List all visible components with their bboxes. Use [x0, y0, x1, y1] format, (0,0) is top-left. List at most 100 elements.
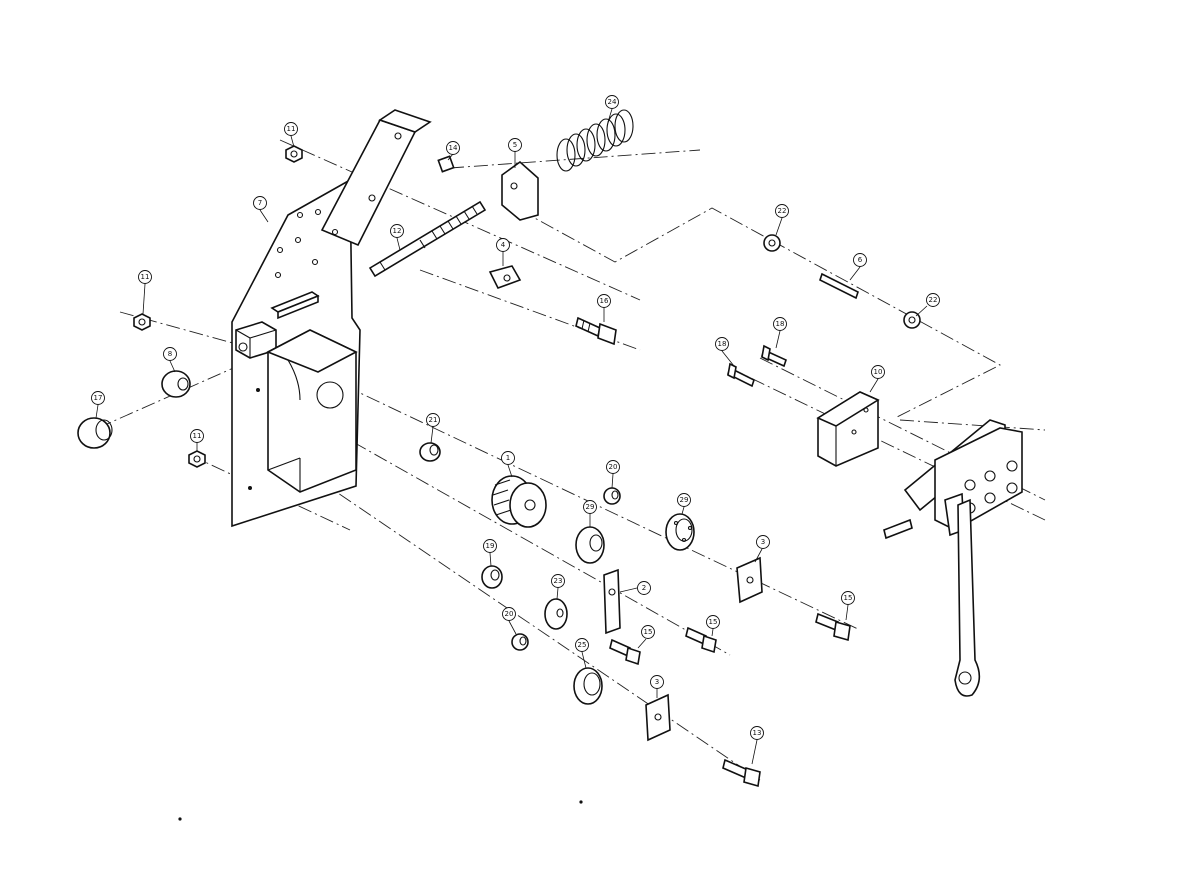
svg-text:29: 29	[586, 503, 595, 511]
svg-text:18: 18	[718, 340, 727, 348]
part-callout-8: 8	[163, 347, 177, 373]
svg-text:15: 15	[644, 628, 653, 636]
bolt-18-a	[761, 344, 787, 368]
collar-8	[161, 370, 191, 398]
plate-hole	[296, 211, 304, 219]
svg-text:4: 4	[501, 241, 506, 249]
part-callout-15-b: 15	[706, 615, 720, 637]
part-callout-15-a: 15	[637, 625, 655, 649]
svg-text:24: 24	[608, 98, 617, 106]
svg-text:1: 1	[506, 454, 510, 462]
svg-text:11: 11	[287, 125, 296, 133]
part-callout-14: 14	[446, 141, 460, 161]
bolt-15-a	[609, 638, 641, 666]
bolt-16	[575, 316, 617, 346]
bolt-13	[722, 758, 761, 788]
part-callout-7: 7	[253, 196, 269, 223]
svg-text:5: 5	[513, 141, 517, 149]
bearing-29-left	[575, 526, 605, 564]
scan-speck	[579, 800, 583, 804]
svg-text:11: 11	[141, 273, 150, 281]
part-callout-20-top: 20	[606, 460, 620, 489]
callout-layer: 11 14 5 24 7 12 4 22	[91, 95, 940, 765]
bolt-15-b	[685, 626, 717, 654]
part-callout-20-low: 20	[502, 607, 517, 635]
nut-11-low	[188, 450, 206, 468]
insert-14	[437, 155, 455, 173]
bearing-29-right	[665, 513, 695, 551]
part-callout-12: 12	[390, 224, 404, 251]
svg-text:16: 16	[600, 297, 609, 305]
bolt-18-b	[727, 362, 755, 388]
bolt-15-c	[815, 612, 851, 642]
plate-hole	[294, 236, 302, 244]
part-callout-29-left: 29	[583, 500, 597, 527]
part-callout-25: 25	[575, 638, 589, 669]
plate-hole	[248, 486, 252, 490]
svg-text:8: 8	[168, 350, 172, 358]
part-callout-23: 23	[551, 574, 565, 600]
svg-text:12: 12	[393, 227, 402, 235]
svg-text:20: 20	[609, 463, 618, 471]
washer-23	[544, 598, 568, 630]
part-callout-19: 19	[483, 539, 497, 567]
svg-text:14: 14	[449, 144, 458, 152]
plate-3-low	[645, 693, 671, 742]
part-callout-11-mid: 11	[138, 270, 152, 315]
svg-text:11: 11	[193, 432, 202, 440]
plate-hole	[274, 271, 282, 279]
bushing-19	[481, 565, 503, 589]
part-callout-29-right: 29	[677, 493, 691, 515]
gear-1	[491, 475, 547, 528]
svg-text:22: 22	[929, 296, 938, 304]
link-2	[603, 568, 621, 635]
part-callout-5: 5	[508, 138, 522, 168]
svg-text:7: 7	[258, 199, 262, 207]
part-callout-1: 1	[501, 451, 515, 478]
arm-bar	[320, 109, 432, 247]
spacer-20-low	[511, 633, 529, 651]
svg-text:22: 22	[778, 207, 787, 215]
svg-text:25: 25	[578, 641, 587, 649]
scan-speck	[178, 817, 182, 821]
part-callout-3-low: 3	[650, 675, 664, 698]
pin-6	[819, 272, 859, 300]
knob-17	[77, 417, 113, 449]
part-callout-21: 21	[426, 413, 440, 444]
part-callout-13: 13	[750, 726, 764, 765]
plate-hole	[256, 388, 260, 392]
svg-text:18: 18	[776, 320, 785, 328]
threaded-shaft	[368, 200, 487, 278]
part-callout-6: 6	[849, 253, 867, 281]
part-callout-16: 16	[597, 294, 611, 322]
part-callout-17: 17	[91, 391, 105, 419]
svg-text:15: 15	[709, 618, 718, 626]
part-callout-4: 4	[496, 238, 510, 266]
svg-text:21: 21	[429, 416, 438, 424]
part-callout-15-c: 15	[841, 591, 855, 621]
svg-text:3: 3	[761, 538, 765, 546]
svg-text:17: 17	[94, 394, 103, 402]
svg-text:10: 10	[874, 368, 883, 376]
part-callout-11: 11	[284, 122, 298, 148]
svg-text:2: 2	[642, 584, 646, 592]
nut-11-top	[285, 145, 303, 163]
clamp-assembly	[883, 419, 1023, 697]
part-callout-22-low: 22	[915, 293, 940, 317]
bushing-21	[419, 442, 441, 462]
compression-spring	[556, 109, 634, 172]
svg-text:23: 23	[554, 577, 563, 585]
clip-4	[488, 265, 522, 289]
plate-hole	[311, 258, 319, 266]
svg-text:6: 6	[858, 256, 863, 264]
svg-text:3: 3	[655, 678, 659, 686]
plate-3-right	[736, 556, 763, 604]
svg-text:15: 15	[844, 594, 853, 602]
part-callout-18-left: 18	[715, 337, 735, 367]
svg-text:20: 20	[505, 610, 514, 618]
part-callout-2: 2	[619, 581, 651, 595]
svg-text:29: 29	[680, 496, 689, 504]
plate-hole	[314, 208, 322, 216]
part-callout-22-top: 22	[775, 204, 789, 236]
